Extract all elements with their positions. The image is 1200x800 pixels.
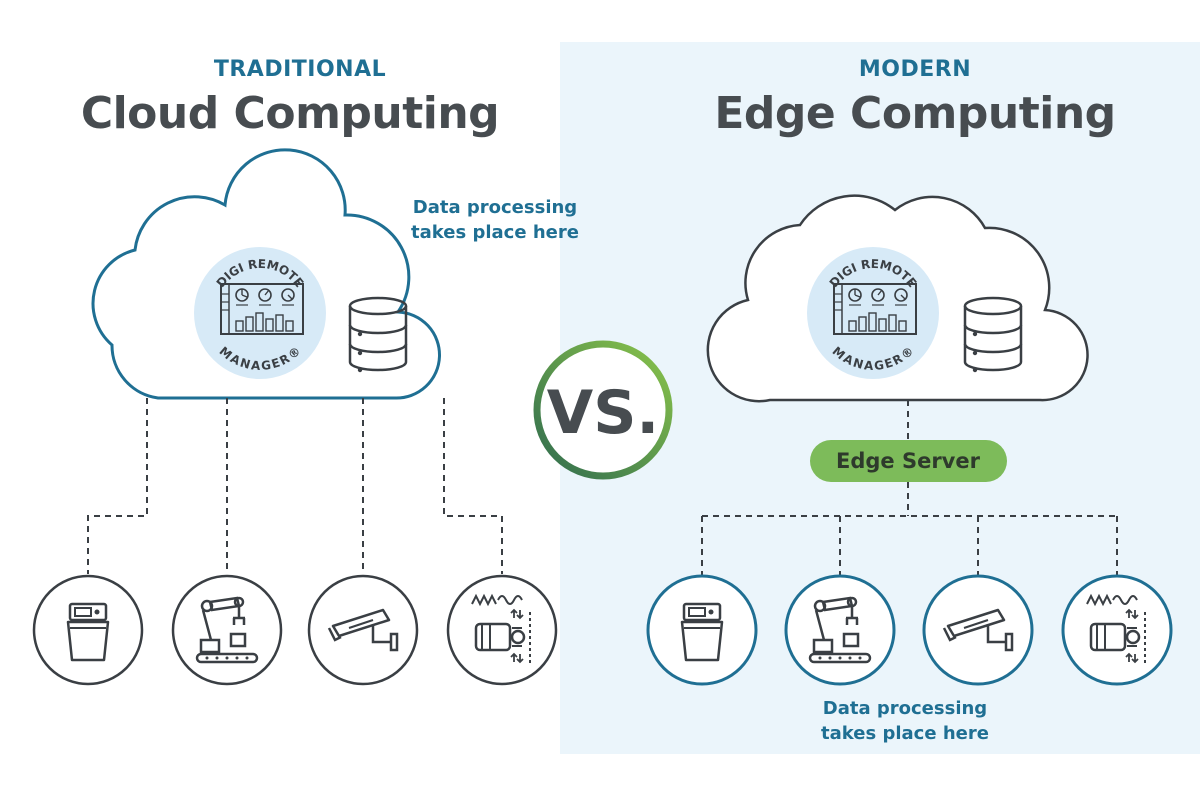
- right-device-robot: [784, 574, 896, 686]
- right-connectors: [701, 400, 1118, 576]
- left-note-line1: Data processing: [412, 197, 578, 218]
- edge-server-badge: Edge Server: [810, 440, 1007, 482]
- right-device-camera: [922, 574, 1034, 686]
- left-connectors: [87, 398, 503, 574]
- right-title: Edge Computing: [714, 88, 1116, 139]
- right-processing-note: Data processing takes place here: [805, 696, 1005, 746]
- left-note-line2: takes place here: [411, 222, 579, 243]
- right-note-line1: Data processing: [822, 698, 988, 719]
- left-title: Cloud Computing: [80, 88, 500, 139]
- left-device-robot: [171, 574, 283, 686]
- edge-server-label: Edge Server: [836, 449, 981, 473]
- vs-badge: VS.: [533, 340, 673, 480]
- left-device-motor: [446, 574, 558, 686]
- left-eyebrow: TRADITIONAL: [213, 57, 387, 82]
- left-device-kiosk: [32, 574, 144, 686]
- right-note-line2: takes place here: [821, 723, 989, 744]
- left-drm-badge: DIGI REMOTE MANAGER®: [194, 247, 326, 379]
- left-device-camera: [307, 574, 419, 686]
- vs-label: VS.: [547, 378, 659, 448]
- left-processing-note: Data processing takes place here: [395, 195, 595, 245]
- right-device-kiosk: [646, 574, 758, 686]
- right-drm-badge: DIGI REMOTE MANAGER®: [807, 247, 939, 379]
- right-eyebrow: MODERN: [858, 57, 972, 82]
- right-device-motor: [1061, 574, 1173, 686]
